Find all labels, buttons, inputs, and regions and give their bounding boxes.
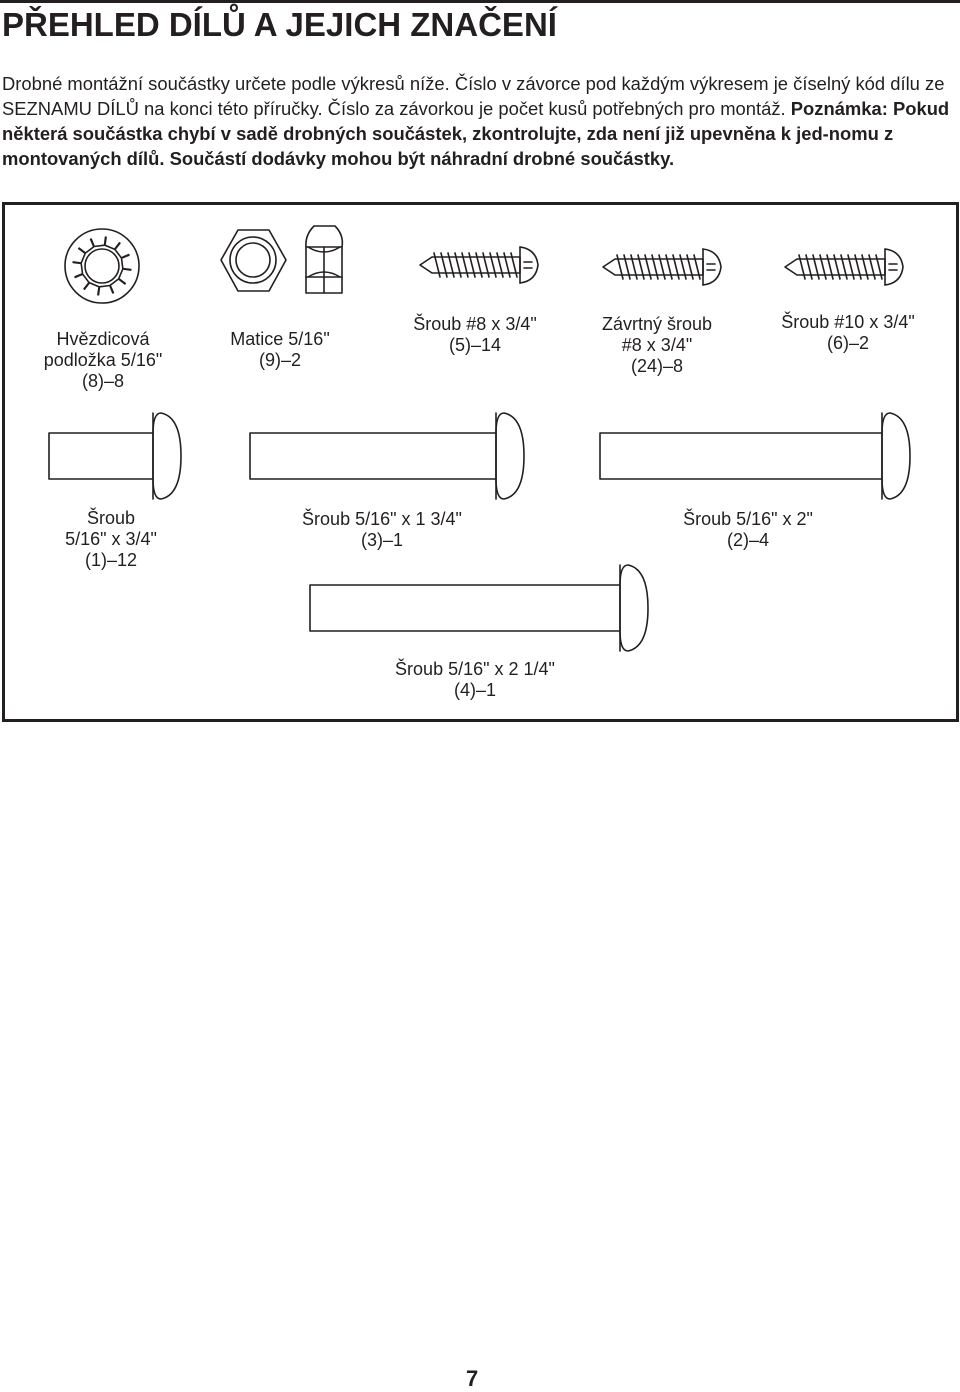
page-number: 7 [466, 1366, 479, 1391]
bolt-2-1-4-drawing [309, 564, 649, 652]
intro-note: Poznámka: Pokud některá součástka chybí … [2, 98, 950, 169]
intro-paragraph: Drobné montážní součástky určete podle v… [2, 71, 957, 171]
parts-drawings [48, 225, 911, 652]
label-screw-10: Šroub #10 x 3/4"(6)–2 [781, 312, 915, 353]
label-bolt-1-3-4: Šroub 5/16" x 1 3/4"(3)–1 [302, 509, 462, 550]
label-bolt-2: Šroub 5/16" x 2"(2)–4 [683, 509, 813, 550]
screw-10-drawing [784, 248, 904, 286]
nut-front-drawing [220, 229, 287, 292]
nut-side-drawing [305, 225, 344, 294]
label-self-tapping-screw: Závrtný šroub#8 x 3/4"(24)–8 [601, 314, 713, 376]
star-washer-drawing [64, 228, 140, 304]
bolt-3-4-drawing [48, 412, 182, 500]
label-nut: Matice 5/16"(9)–2 [230, 329, 330, 370]
label-screw-8: Šroub #8 x 3/4"(5)–14 [413, 314, 537, 355]
self-tapping-screw-drawing [602, 248, 722, 286]
intro-text: Drobné montážní součástky určete podle v… [2, 73, 945, 119]
bolt-1-3-4-drawing [249, 412, 525, 500]
screw-8-drawing [419, 246, 539, 284]
label-bolt-2-1-4: Šroub 5/16" x 2 1/4"(4)–1 [395, 659, 555, 700]
page-title: PŘEHLED DÍLŮ A JEJICH ZNAČENÍ [2, 6, 557, 43]
bolt-2-drawing [599, 412, 911, 500]
top-rule [0, 0, 960, 3]
